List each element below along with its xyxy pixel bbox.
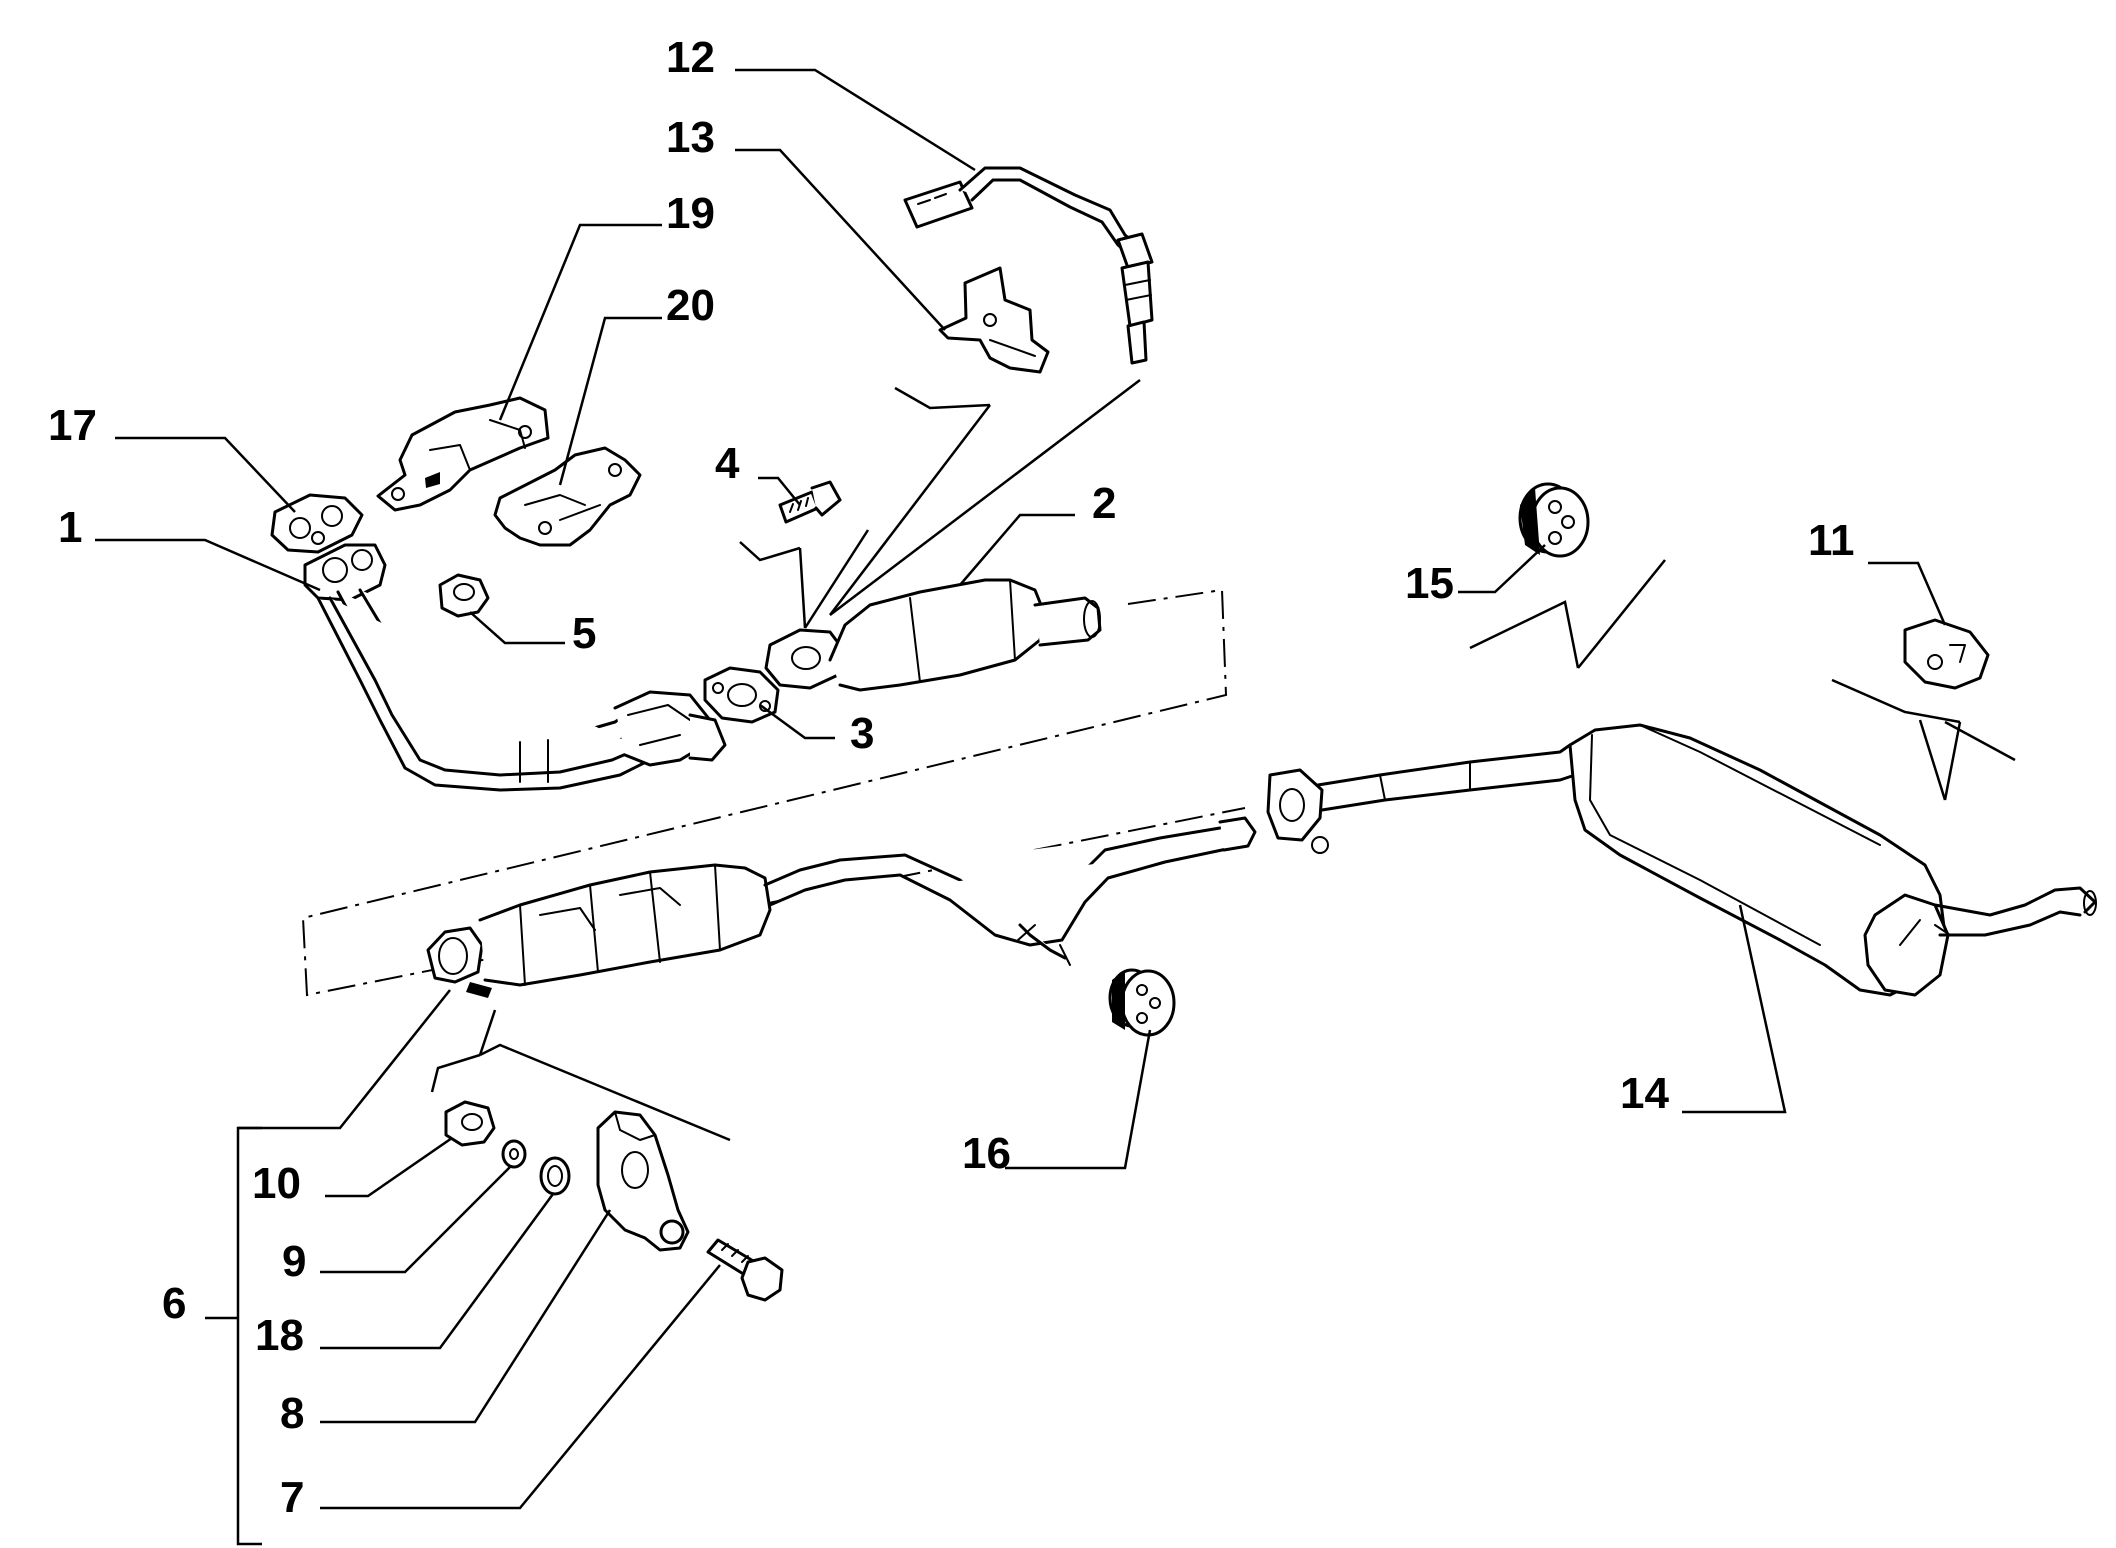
part-2-catalytic-converter bbox=[764, 578, 1102, 692]
part-12-oxygen-sensor bbox=[903, 166, 1154, 365]
callout-2: 2 bbox=[1092, 479, 1116, 528]
callout-15: 15 bbox=[1405, 559, 1454, 608]
part-8-bracket bbox=[596, 1110, 690, 1252]
part-17-gasket bbox=[270, 493, 364, 554]
part-13-sensor-bracket bbox=[938, 266, 1050, 374]
break-marks bbox=[430, 379, 2016, 1142]
assembly-boundary bbox=[301, 588, 1246, 997]
callout-20: 20 bbox=[666, 281, 715, 330]
callout-3: 3 bbox=[850, 709, 874, 758]
part-19-heat-shield bbox=[376, 396, 550, 512]
leader-18 bbox=[320, 1193, 555, 1350]
callout-16: 16 bbox=[962, 1129, 1011, 1178]
central-silencer-pipe bbox=[426, 816, 1257, 998]
leader-17 bbox=[115, 436, 296, 513]
leader-19 bbox=[498, 223, 662, 421]
callout-6: 6 bbox=[162, 1279, 186, 1328]
leader-16 bbox=[1005, 1029, 1152, 1170]
part-10-nut bbox=[444, 1100, 496, 1147]
leader-15 bbox=[1458, 544, 1546, 594]
leader-6-top bbox=[238, 989, 451, 1130]
callout-19: 19 bbox=[666, 189, 715, 238]
leader-7 bbox=[320, 1264, 721, 1510]
leader-11 bbox=[1868, 561, 1947, 626]
leader-lines bbox=[95, 68, 1947, 1546]
part-5-nut bbox=[438, 573, 490, 618]
leader-14 bbox=[1682, 904, 1787, 1114]
callout-7: 7 bbox=[280, 1473, 304, 1522]
leader-9 bbox=[320, 1166, 511, 1274]
callout-12: 12 bbox=[666, 33, 715, 82]
part-18-washer bbox=[539, 1156, 571, 1196]
callout-5: 5 bbox=[572, 609, 596, 658]
leader-10 bbox=[325, 1136, 453, 1198]
part-3-gasket bbox=[703, 666, 780, 724]
callout-8: 8 bbox=[280, 1389, 304, 1438]
callout-14: 14 bbox=[1620, 1069, 1669, 1118]
leader-12 bbox=[735, 68, 976, 172]
part-11-rubber-hanger bbox=[1903, 618, 1990, 690]
part-14-rear-silencer bbox=[1568, 723, 2097, 997]
leader-5 bbox=[469, 611, 565, 645]
leader-1 bbox=[95, 538, 321, 592]
leader-20 bbox=[558, 316, 662, 486]
callout-13: 13 bbox=[666, 113, 715, 162]
leader-8 bbox=[320, 1209, 612, 1424]
part-7-bolt bbox=[706, 1238, 784, 1302]
rear-pipe-flange bbox=[1266, 743, 1577, 854]
callout-10: 10 bbox=[252, 1159, 301, 1208]
leader-3 bbox=[759, 703, 835, 740]
callout-17: 17 bbox=[48, 401, 97, 450]
callout-11: 11 bbox=[1808, 516, 1855, 565]
part-20-heat-shield bbox=[493, 446, 642, 547]
callout-1: 1 bbox=[58, 503, 82, 552]
part-16-rubber-mount bbox=[1108, 968, 1176, 1037]
leader-2 bbox=[959, 513, 1075, 586]
part-1-front-pipe bbox=[303, 543, 727, 792]
leader-13 bbox=[735, 148, 946, 331]
callout-18: 18 bbox=[255, 1311, 304, 1360]
callout-4: 4 bbox=[715, 439, 740, 488]
part-9-washer bbox=[501, 1139, 527, 1169]
part-4-bolt bbox=[778, 480, 842, 524]
part-15-rubber-mount bbox=[1518, 482, 1590, 558]
callout-9: 9 bbox=[282, 1237, 306, 1286]
callout-labels: 12 13 19 20 17 1 5 4 2 3 15 11 14 16 10 … bbox=[48, 33, 1855, 1522]
leader-4 bbox=[758, 476, 801, 506]
